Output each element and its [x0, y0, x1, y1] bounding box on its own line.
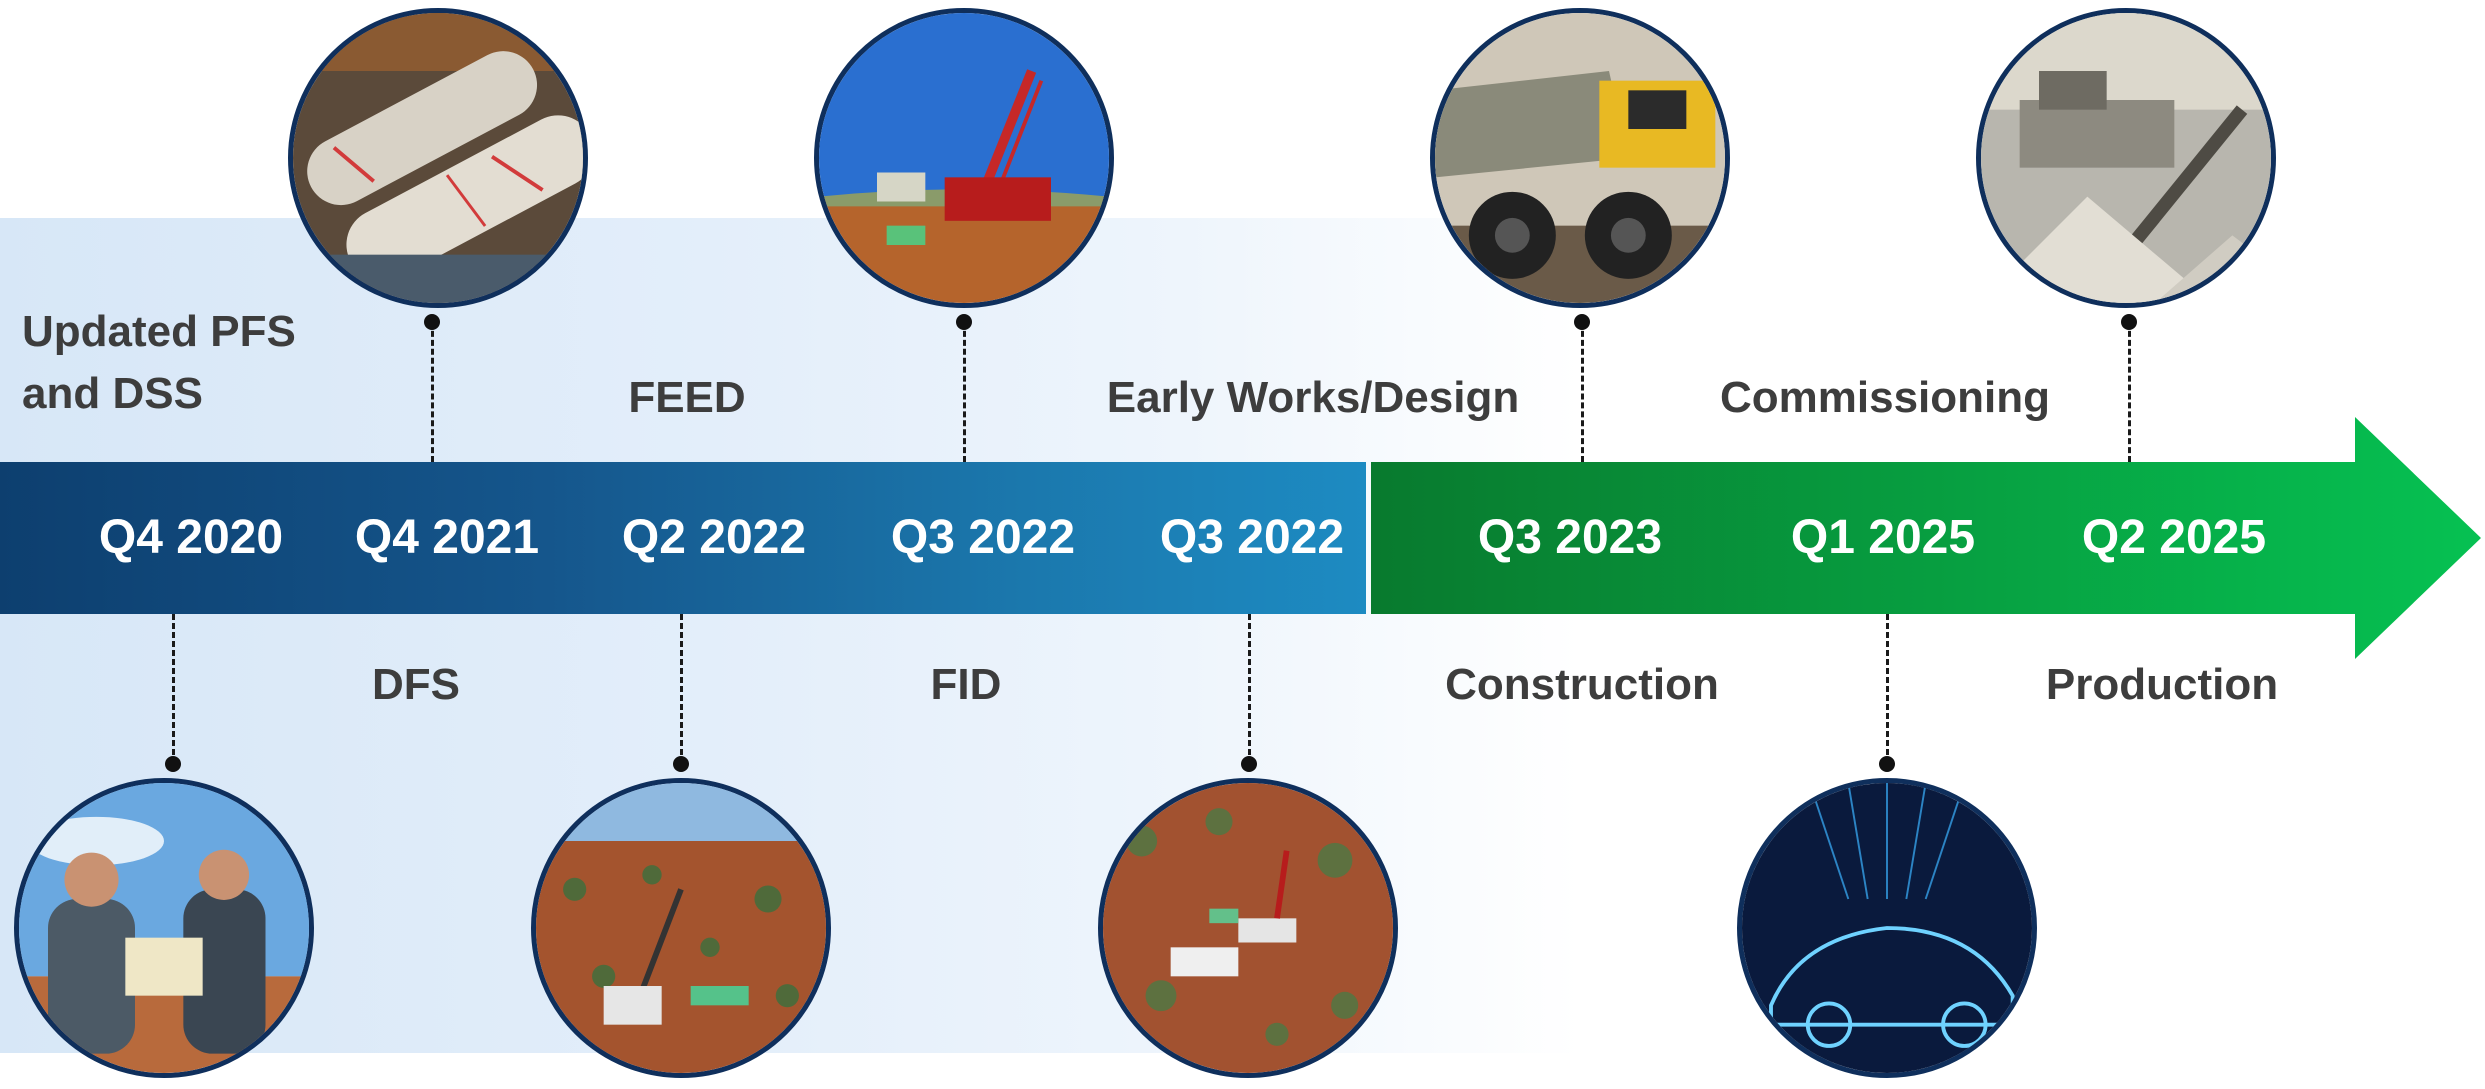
milestone-date-4: Q3 2022	[890, 511, 1076, 564]
phase-label-early-works: Early Works/Design	[1106, 373, 1520, 422]
drill-core-samples-photo	[288, 8, 588, 308]
phase-label-production: Production	[2045, 660, 2279, 709]
connector-dot	[673, 756, 689, 772]
milestone-date-5: Q3 2022	[1159, 511, 1345, 564]
electric-vehicle-graphic	[1737, 778, 2037, 1078]
geologists-with-map-photo	[14, 778, 314, 1078]
connector-dot	[424, 314, 440, 330]
milestone-date-1: Q4 2020	[98, 511, 284, 564]
aerial-drill-pad-photo	[1098, 778, 1398, 1078]
connector-line	[1248, 614, 1251, 764]
phase-label-construction: Construction	[1445, 660, 1719, 709]
connector-dot	[1879, 756, 1895, 772]
connector-line	[680, 614, 683, 764]
connector-dot	[1241, 756, 1257, 772]
milestone-date-8: Q2 2025	[2081, 511, 2267, 564]
phase-label-fid: FID	[930, 660, 1002, 709]
timeline-arrow-future	[1371, 417, 2481, 659]
connector-line	[172, 614, 175, 764]
connector-line	[1886, 614, 1889, 764]
phase-label-commissioning: Commissioning	[1719, 373, 2051, 422]
phase-label-feed: FEED	[628, 373, 746, 422]
connector-dot	[165, 756, 181, 772]
milestone-date-3: Q2 2022	[621, 511, 807, 564]
phase-label-updated-pfs: Updated PFS and DSS	[22, 307, 296, 418]
aerial-drill-site-photo	[531, 778, 831, 1078]
connector-dot	[2121, 314, 2137, 330]
connector-line	[2128, 322, 2131, 462]
timeline-bar-completed	[0, 462, 1366, 614]
milestone-date-2: Q4 2021	[354, 511, 540, 564]
drill-rig-photo	[814, 8, 1114, 308]
milestone-date-7: Q1 2025	[1790, 511, 1976, 564]
connector-line	[431, 322, 434, 462]
phase-label-dfs: DFS	[372, 660, 460, 709]
milestone-date-6: Q3 2023	[1477, 511, 1663, 564]
processing-plant-photo	[1976, 8, 2276, 308]
mining-haul-truck-photo	[1430, 8, 1730, 308]
connector-line	[1581, 322, 1584, 462]
connector-dot	[1574, 314, 1590, 330]
connector-line	[963, 322, 966, 462]
connector-dot	[956, 314, 972, 330]
